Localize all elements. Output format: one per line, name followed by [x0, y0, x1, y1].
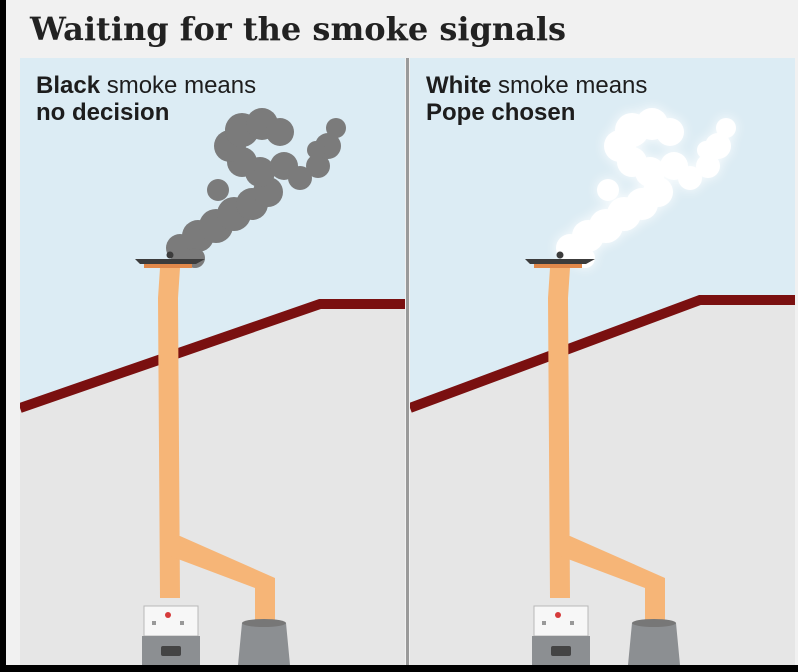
stove-right [628, 619, 680, 665]
chimney-cap [135, 259, 205, 264]
chimney-pipe [158, 268, 180, 598]
panel-divider [406, 58, 409, 665]
chimney-cap-base [144, 262, 192, 268]
pipe-branch [550, 536, 665, 618]
chimney-scene-black [20, 58, 405, 665]
roof-trim [410, 295, 795, 413]
pipe-branch-vertical [255, 578, 275, 623]
stove-left [142, 605, 200, 665]
stove-right [238, 619, 290, 665]
infographic: Waiting for the smoke signals [6, 0, 798, 665]
page-title: Waiting for the smoke signals [30, 10, 567, 48]
caption-black: Black smoke means no decision [36, 72, 257, 126]
smoke-cloud [556, 108, 736, 268]
stove-left [532, 605, 590, 665]
wall [20, 304, 405, 665]
smoke-cloud [166, 108, 346, 268]
panel-white-smoke: White smoke means Pope chosen [410, 58, 795, 665]
wall [410, 300, 795, 665]
chimney-cap-base [534, 262, 582, 268]
pipe-branch-vertical [645, 578, 665, 623]
panel-black-smoke: Black smoke means no decision [20, 58, 405, 665]
chimney-pipe [548, 268, 570, 598]
chimney-cap [525, 259, 595, 264]
roof-trim [20, 299, 405, 413]
chimney-scene-white [410, 58, 795, 665]
pipe-branch [160, 536, 275, 618]
caption-white: White smoke means Pope chosen [426, 72, 648, 126]
